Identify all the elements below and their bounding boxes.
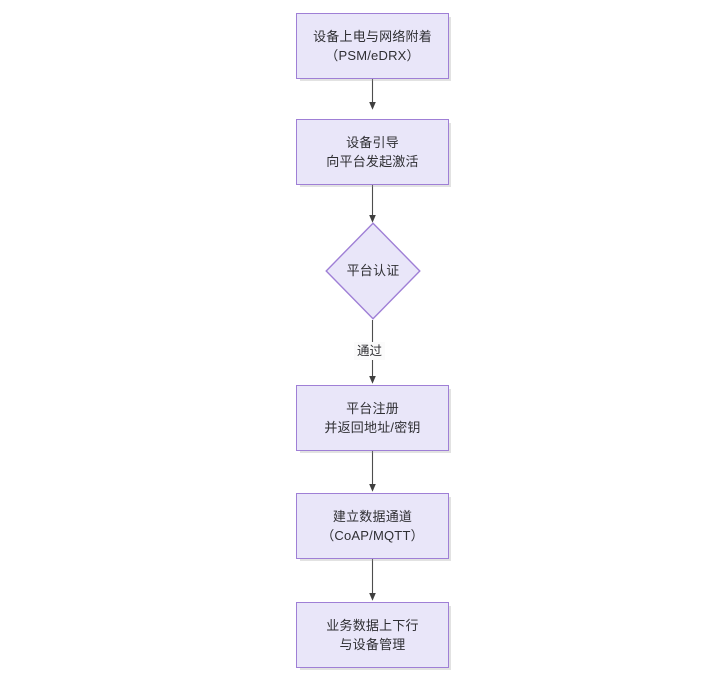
node-label-device-power-on: 设备上电与网络附着 （PSM/eDRX）	[313, 29, 432, 63]
node-label-device-bootstrap: 设备引导 向平台发起激活	[326, 135, 419, 169]
node-label-business-data: 业务数据上下行 与设备管理	[326, 618, 419, 652]
node-platform-auth-decision[interactable]: 平台认证	[325, 222, 421, 320]
edge-label-pass: 通过	[354, 342, 386, 360]
node-label-platform-registration: 平台注册 并返回地址/密钥	[324, 401, 421, 435]
node-label-data-channel: 建立数据通道 （CoAP/MQTT）	[321, 509, 424, 543]
diamond-shape	[325, 222, 421, 320]
node-business-data[interactable]: 业务数据上下行 与设备管理	[296, 602, 449, 668]
node-device-bootstrap[interactable]: 设备引导 向平台发起激活	[296, 119, 449, 185]
node-platform-registration[interactable]: 平台注册 并返回地址/密钥	[296, 385, 449, 451]
node-device-power-on[interactable]: 设备上电与网络附着 （PSM/eDRX）	[296, 13, 449, 79]
node-data-channel[interactable]: 建立数据通道 （CoAP/MQTT）	[296, 493, 449, 559]
node-label-platform-auth: 平台认证	[346, 263, 400, 278]
